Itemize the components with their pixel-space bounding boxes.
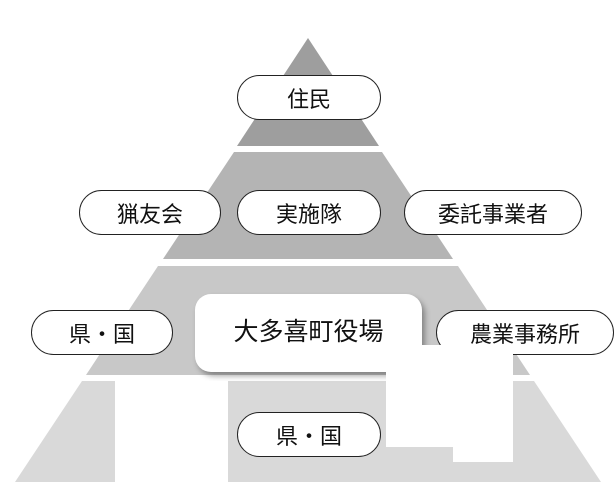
mask-block — [386, 345, 456, 447]
bubble-residents: 住民 — [237, 75, 381, 120]
bubble-prefecture-nation-bottom: 県・国 — [237, 412, 381, 457]
bubble-implementation-team: 実施隊 — [237, 190, 381, 235]
mask-block — [453, 345, 513, 462]
bubble-hunters-association: 猟友会 — [79, 190, 221, 235]
bubble-prefecture-nation: 県・国 — [31, 310, 173, 355]
bubble-otaki-town-office: 大多喜町役場 — [195, 294, 422, 372]
bubble-contractors: 委託事業者 — [404, 190, 582, 235]
mask-block — [115, 381, 228, 483]
bubble-agriculture-office: 農業事務所 — [436, 310, 614, 355]
